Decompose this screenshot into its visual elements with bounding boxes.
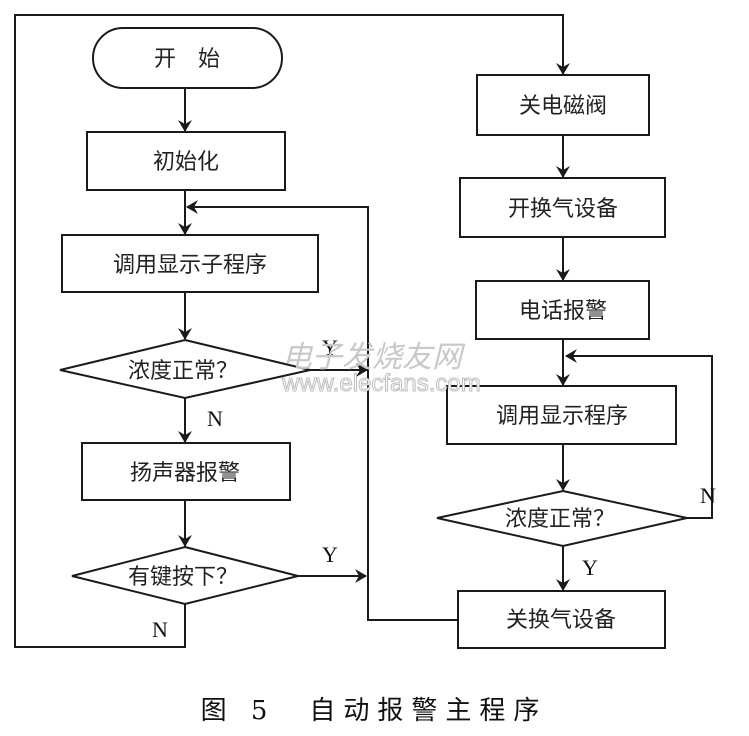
watermark-url: www.elecfans.com [281, 370, 481, 397]
node-call-display-label: 调用显示程序 [496, 404, 628, 429]
node-close-ventilation [457, 590, 666, 649]
node-close-ventilation-label: 关换气设备 [506, 608, 616, 633]
node-init-label: 初始化 [153, 150, 219, 175]
node-key-pressed-label: 有键按下？ [128, 565, 238, 590]
node-check-concentration-2-label: 浓度正常？ [505, 507, 615, 532]
edge-key-no-loop [14, 14, 570, 648]
edge-check1-yes-label: Y [322, 335, 338, 360]
node-call-display-sub-label: 调用显示子程序 [113, 253, 267, 278]
edge-key-no-label: N [152, 617, 168, 642]
node-speaker-alarm-label: 扬声器报警 [130, 461, 240, 486]
watermark-cn: 电子发烧友网 [282, 340, 466, 375]
node-phone-alarm [475, 280, 650, 340]
figure-caption: 图 5 自动报警主程序 [201, 696, 548, 726]
edge-check2-no [565, 349, 713, 519]
node-close-solenoid-label: 关电磁阀 [519, 94, 607, 119]
edge-check1-no-label: N [207, 406, 223, 431]
node-start [92, 27, 283, 89]
node-open-ventilation-label: 开换气设备 [508, 197, 618, 222]
edge-close-vent-return [186, 200, 458, 621]
node-close-solenoid [476, 74, 650, 136]
node-open-ventilation [459, 177, 666, 238]
node-start-label: 开 始 [154, 47, 220, 72]
node-call-display [446, 385, 677, 445]
edge-check2-yes-label: Y [582, 555, 598, 580]
node-init [86, 131, 286, 191]
node-speaker-alarm [81, 442, 291, 501]
node-key-pressed [71, 545, 299, 606]
node-phone-alarm-label: 电话报警 [519, 299, 607, 324]
edge-check2-no-label: N [700, 483, 716, 508]
node-check-concentration-1-label: 浓度正常？ [128, 359, 238, 384]
edge-key-yes-label: Y [322, 542, 338, 567]
node-call-display-sub [61, 234, 319, 293]
